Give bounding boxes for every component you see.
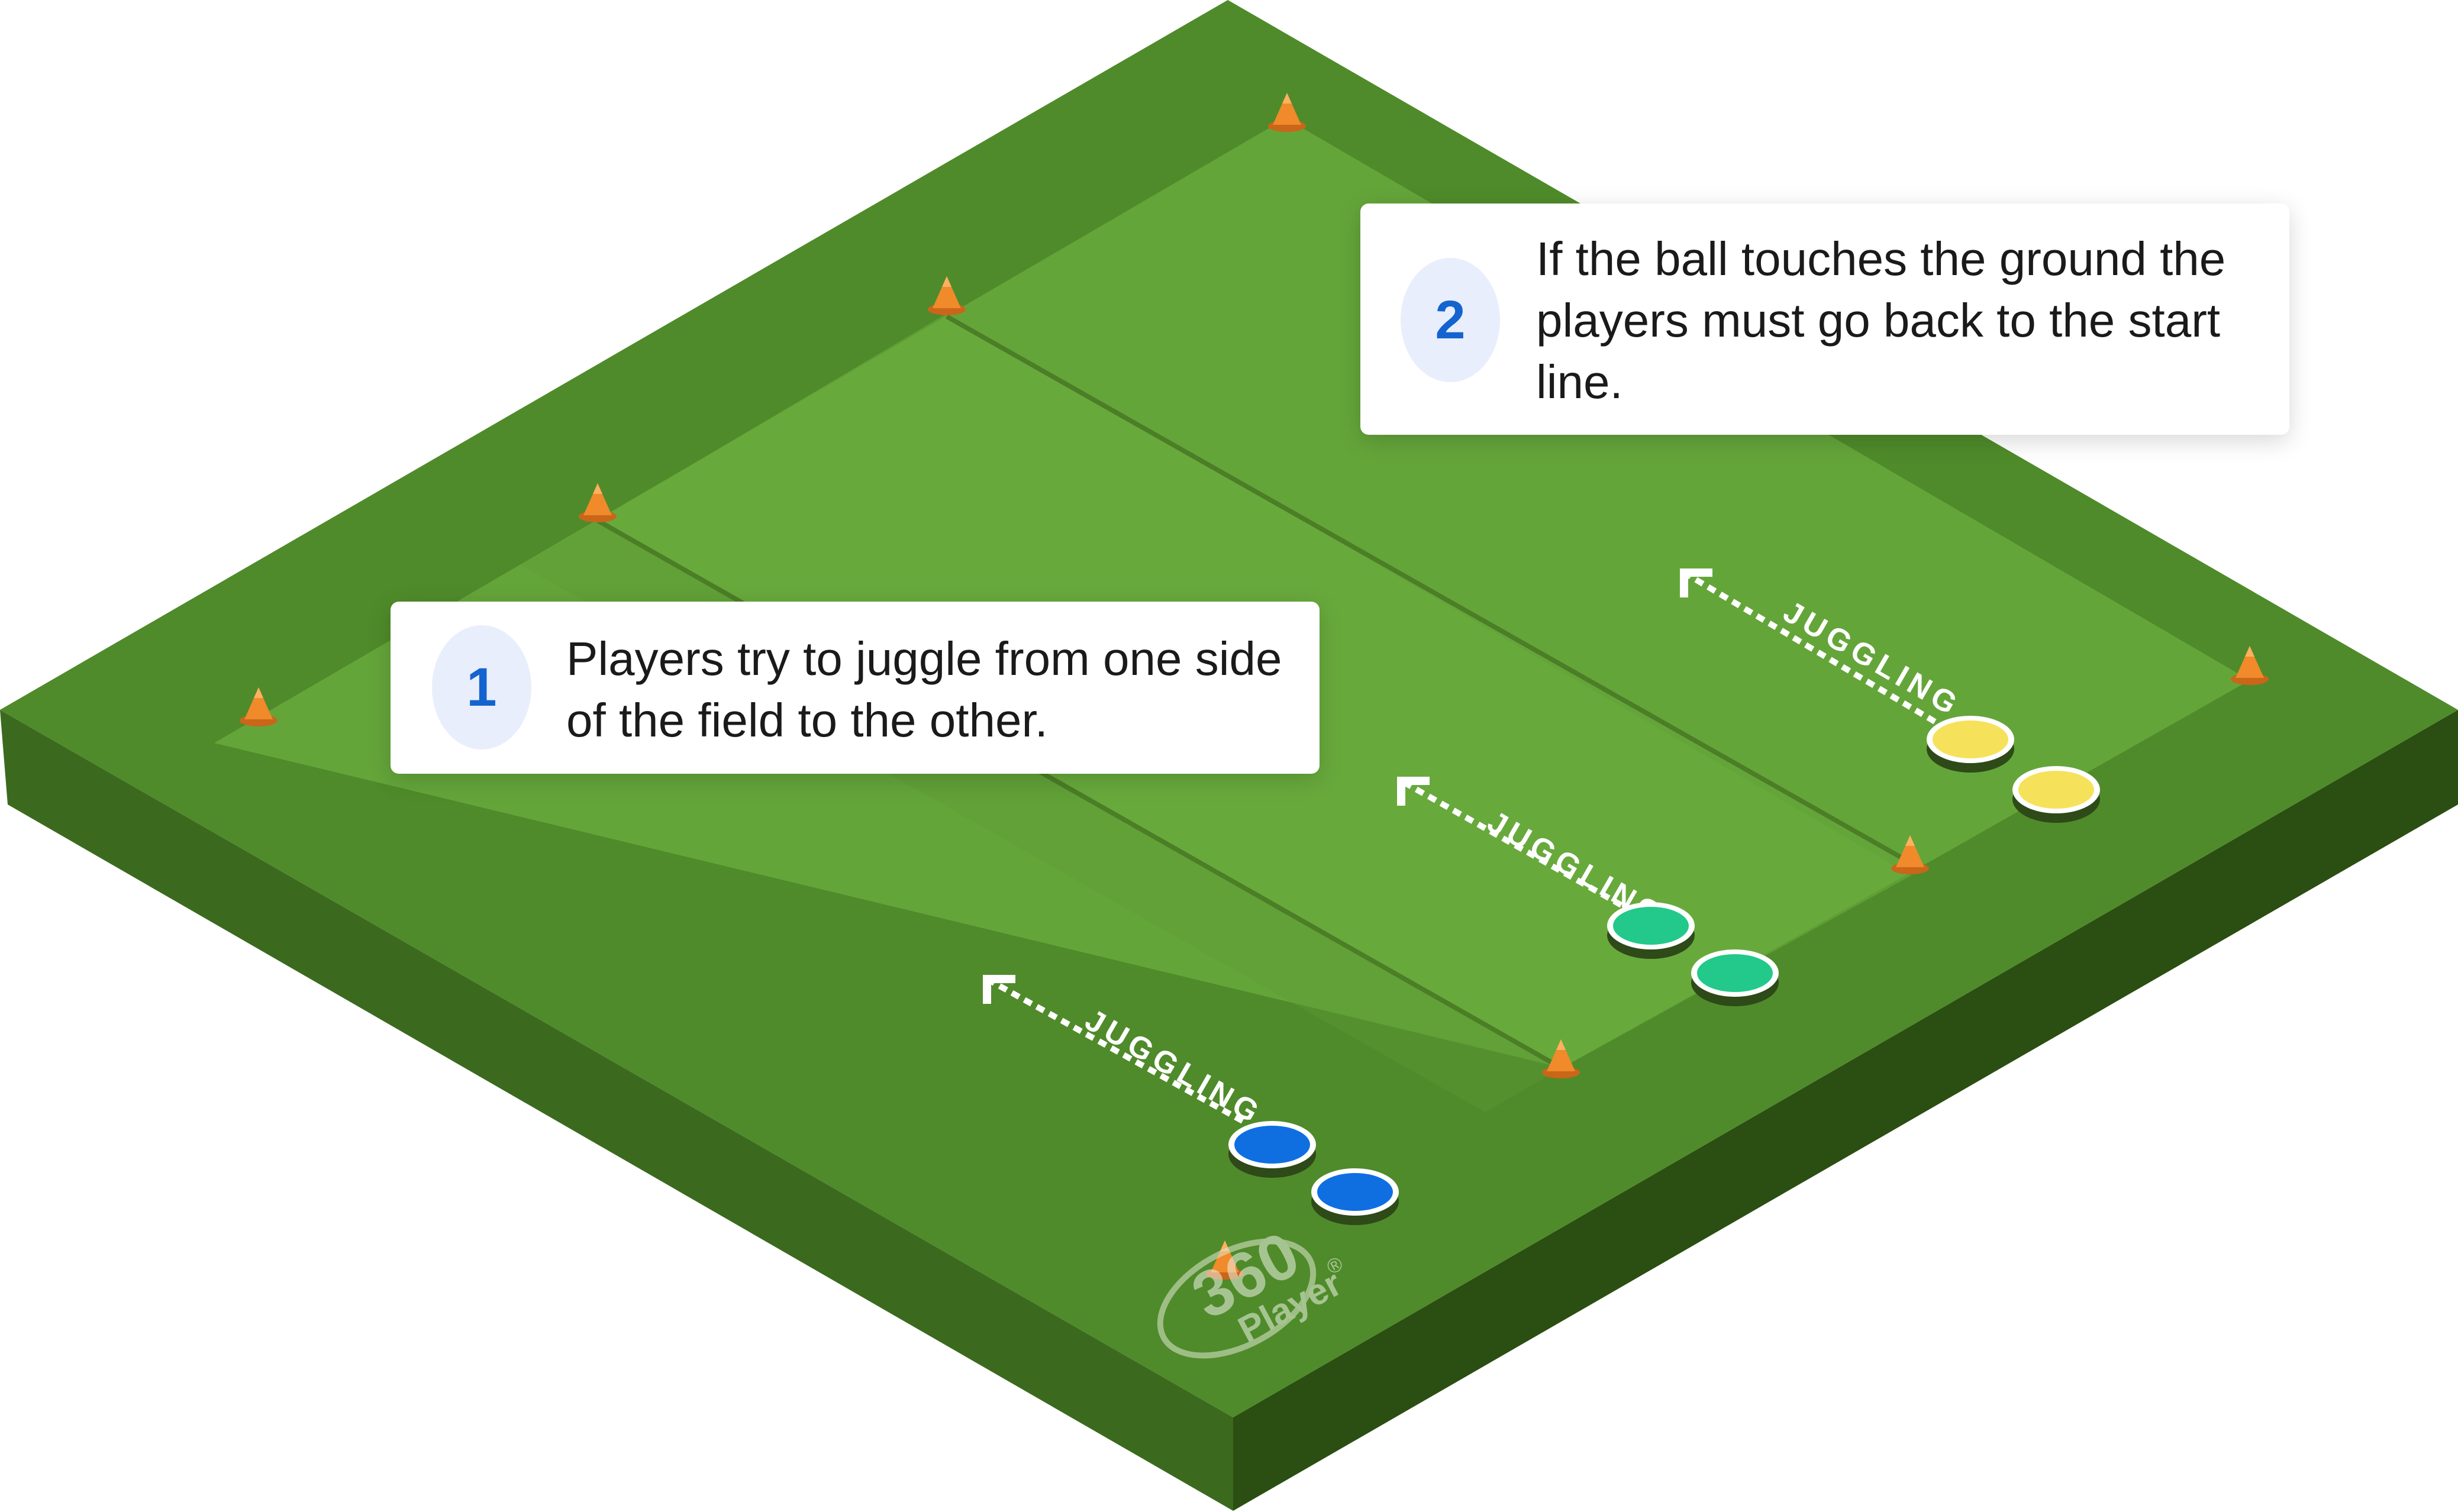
dashed-arrow bbox=[985, 976, 1244, 1124]
instruction-text: If the ball touches the ground the playe… bbox=[1536, 232, 2226, 408]
arrow-head bbox=[1397, 777, 1430, 806]
field-side-left bbox=[0, 710, 1233, 1511]
cone bbox=[240, 687, 278, 726]
lane-divider bbox=[946, 314, 1911, 865]
player-marker bbox=[2012, 766, 2100, 823]
cone bbox=[2231, 646, 2269, 685]
cone bbox=[928, 276, 966, 315]
player-marker bbox=[1691, 949, 1779, 1006]
arrow-head bbox=[983, 975, 1015, 1004]
cone bbox=[1542, 1039, 1580, 1078]
player-marker bbox=[1927, 716, 2014, 773]
instruction-callout-2: 2 If the ball touches the ground the pla… bbox=[1360, 203, 2289, 435]
arrow-head bbox=[1680, 568, 1712, 597]
cone bbox=[1268, 93, 1306, 132]
player-marker bbox=[1228, 1121, 1316, 1178]
field-side-right bbox=[1233, 710, 2458, 1511]
step-number-badge: 2 bbox=[1401, 258, 1500, 382]
dashed-arrow bbox=[1682, 570, 1937, 725]
step-number-badge: 1 bbox=[432, 625, 531, 749]
instruction-text: Players try to juggle from one side of t… bbox=[566, 632, 1282, 747]
player-marker bbox=[1311, 1168, 1399, 1225]
cone bbox=[579, 483, 617, 522]
logo-ring bbox=[1157, 1238, 1317, 1359]
instruction-callout-1: 1 Players try to juggle from one side of… bbox=[391, 602, 1320, 774]
cone bbox=[1891, 835, 1929, 874]
player-marker bbox=[1607, 902, 1695, 959]
